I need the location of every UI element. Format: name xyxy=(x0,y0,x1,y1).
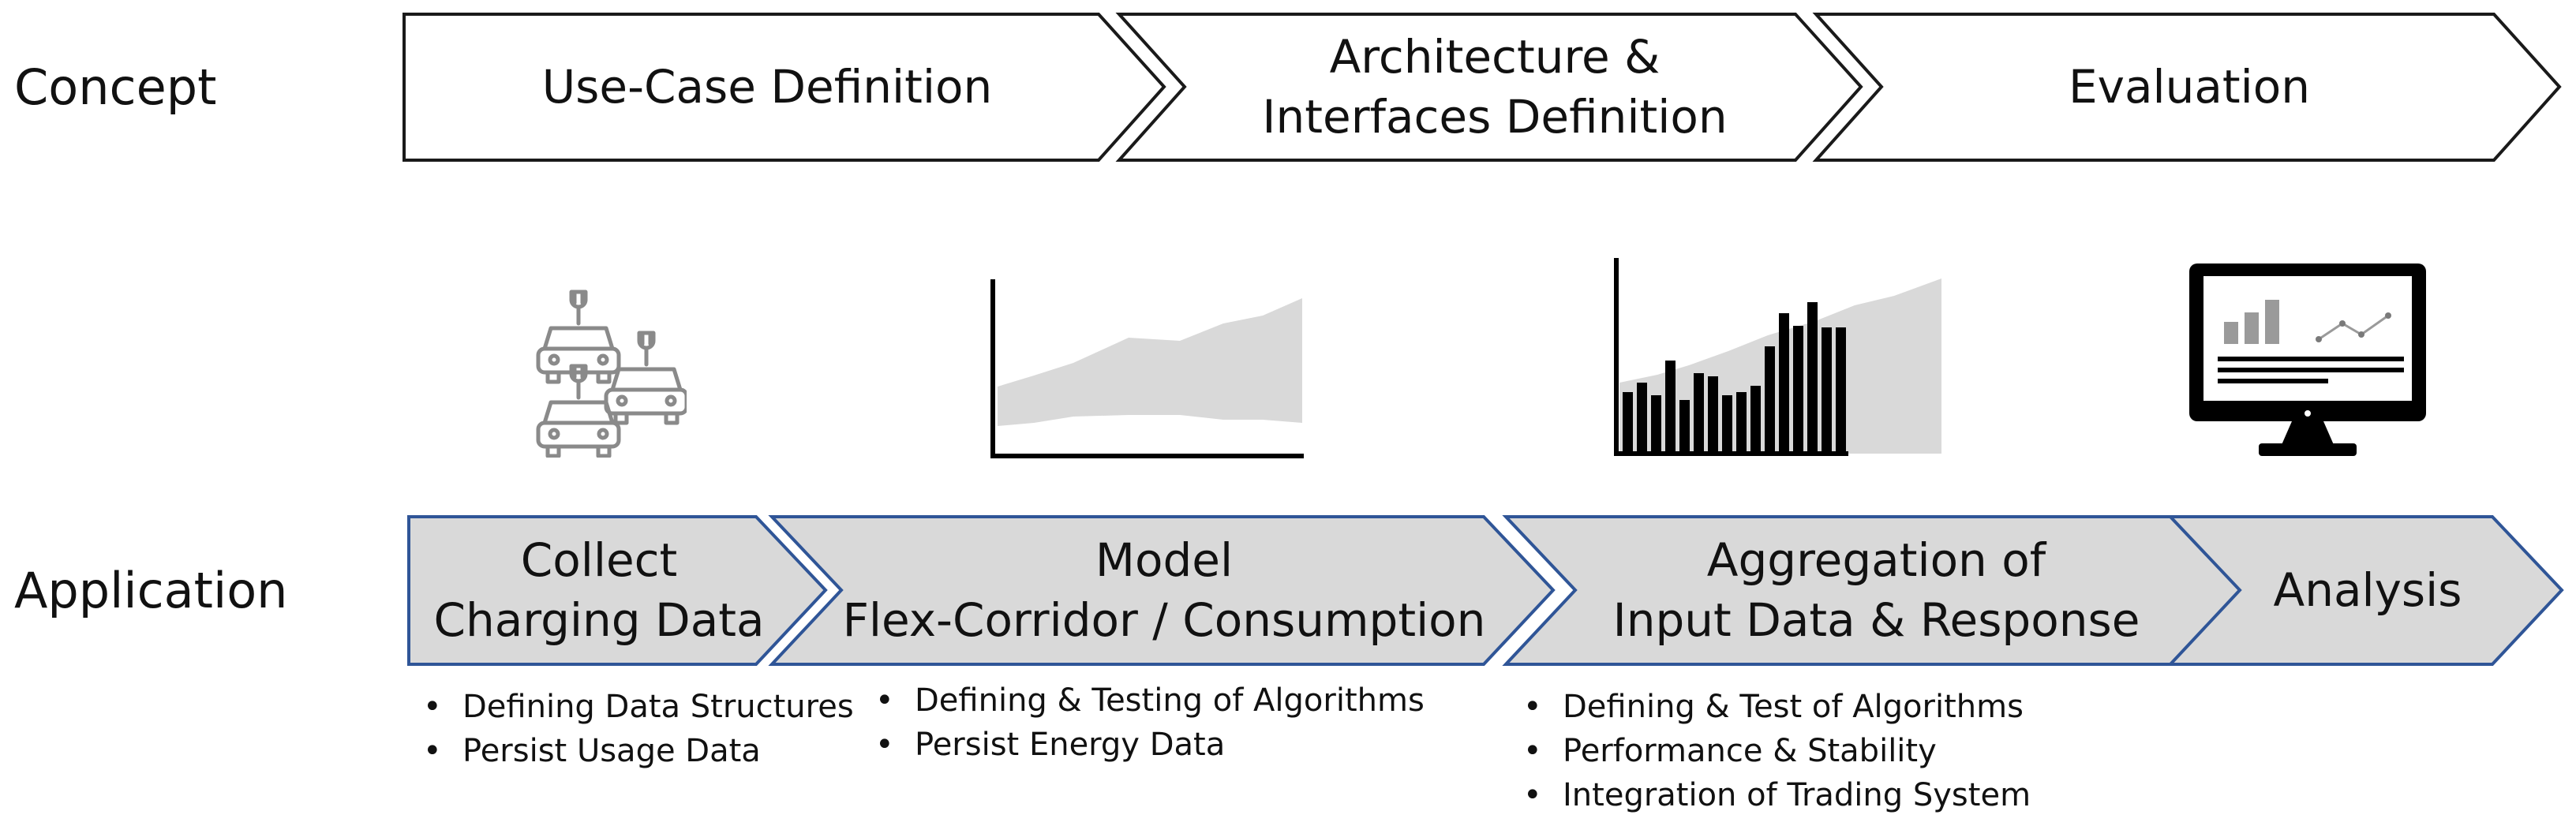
concept-step-line: Use-Case Definition xyxy=(541,59,993,114)
concept-chevron-2 xyxy=(1115,13,1863,162)
chart-axes xyxy=(1614,258,1848,456)
app-step-analysis: Analysis xyxy=(2222,517,2514,664)
car-icon xyxy=(536,290,621,384)
concept-row-label: Concept xyxy=(14,58,217,116)
application-row-label: Application xyxy=(14,562,288,619)
list-item: Defining & Test of Algorithms xyxy=(1518,685,2031,729)
list-item: Integration of Trading System xyxy=(1518,773,2031,817)
ev-charging-cars-icon xyxy=(536,290,687,458)
concept-step-evaluation: Evaluation xyxy=(1858,14,2521,160)
list-item: Persist Energy Data xyxy=(871,723,1425,767)
car-icon xyxy=(604,331,687,425)
app-step-line: Flex-Corridor / Consumption xyxy=(842,592,1486,647)
app-step-collect: Collect Charging Data xyxy=(412,517,786,664)
bullets-aggregation: Defining & Test of Algorithms Performanc… xyxy=(1518,685,2031,817)
car-icon xyxy=(536,364,621,458)
corridor-band xyxy=(998,298,1302,426)
app-step-line: Aggregation of xyxy=(1706,533,2046,588)
app-chevron-1 xyxy=(407,515,828,666)
app-step-line: Model xyxy=(1095,533,1234,588)
app-step-model: Model Flex-Corridor / Consumption xyxy=(821,517,1507,664)
list-item: Persist Usage Data xyxy=(418,729,854,773)
area-corridor-chart-icon xyxy=(990,279,1304,458)
bar-chart-with-band-icon xyxy=(1614,258,1941,456)
bullets-model: Defining & Testing of Algorithms Persist… xyxy=(871,678,1425,767)
app-step-line: Collect xyxy=(520,533,678,588)
list-item: Defining Data Structures xyxy=(418,685,854,729)
list-item: Performance & Stability xyxy=(1518,729,2031,773)
app-step-line: Analysis xyxy=(2273,563,2462,617)
app-step-aggregation: Aggregation of Input Data & Response xyxy=(1555,517,2198,664)
monitor-dashboard-icon xyxy=(2189,263,2426,456)
bullets-collect: Defining Data Structures Persist Usage D… xyxy=(418,685,854,773)
bars xyxy=(1623,302,1846,452)
concept-step-architecture: Architecture & Interfaces Definition xyxy=(1160,14,1829,160)
concept-chevron-1 xyxy=(402,13,1166,162)
app-step-line: Input Data & Response xyxy=(1612,592,2140,647)
concept-step-line: Evaluation xyxy=(2068,59,2311,114)
concept-step-line: Architecture & xyxy=(1329,30,1661,84)
concept-step-use-case: Use-Case Definition xyxy=(404,14,1130,160)
concept-chevron-3 xyxy=(1812,13,2562,162)
app-chevron-2 xyxy=(768,515,1556,666)
list-item: Defining & Testing of Algorithms xyxy=(871,678,1425,723)
chart-axes xyxy=(990,279,1304,458)
app-step-line: Charging Data xyxy=(433,592,765,647)
concept-step-line: Interfaces Definition xyxy=(1262,89,1728,144)
app-chevron-4 xyxy=(2166,515,2564,666)
